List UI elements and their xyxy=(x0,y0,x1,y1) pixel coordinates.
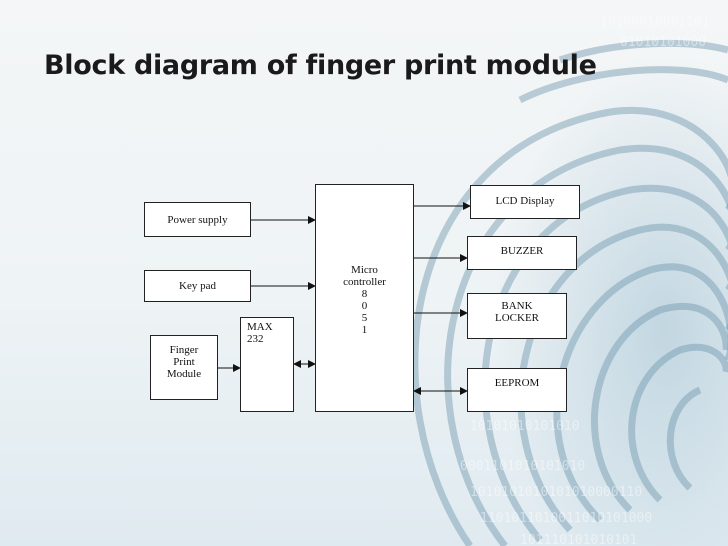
page-title: Block diagram of finger print module xyxy=(44,50,597,81)
svg-text:1101011010011010101000: 1101011010011010101000 xyxy=(480,511,652,526)
power-supply-block: Power supply xyxy=(144,202,251,237)
svg-text:10100010001101: 10100010001101 xyxy=(600,15,710,30)
buzzer-block: BUZZER xyxy=(467,236,577,270)
buzzer-label: BUZZER xyxy=(500,245,544,257)
finger-label-line3: Module xyxy=(166,368,202,380)
micro-label-line2: controller xyxy=(343,276,386,288)
max232-label-line1: MAX xyxy=(247,321,273,333)
bank-locker-block: BANK LOCKER xyxy=(467,293,567,339)
power-supply-label: Power supply xyxy=(167,213,228,226)
svg-text:0001101010101010: 0001101010101010 xyxy=(460,459,585,474)
lcd-display-block: LCD Display xyxy=(470,185,580,219)
max232-label-line2: 232 xyxy=(247,333,264,345)
eeprom-block: EEPROM xyxy=(467,368,567,412)
finger-print-module-block: Finger Print Module xyxy=(150,335,218,400)
keypad-block: Key pad xyxy=(144,270,251,302)
micro-label-line5: 5 xyxy=(361,312,368,324)
svg-text:10101010101010: 10101010101010 xyxy=(470,419,580,434)
lcd-display-label: LCD Display xyxy=(495,195,555,207)
microcontroller-block: Micro controller 8 0 5 1 xyxy=(315,184,414,412)
micro-label-line4: 0 xyxy=(361,300,368,312)
micro-label-line6: 1 xyxy=(361,324,368,336)
keypad-label: Key pad xyxy=(179,280,216,292)
svg-text:01010101000: 01010101000 xyxy=(620,35,706,50)
svg-text:1010101010101010000110: 1010101010101010000110 xyxy=(470,485,642,500)
bank-locker-line2: LOCKER xyxy=(495,312,539,324)
finger-label-line1: Finger xyxy=(169,344,199,356)
eeprom-label: EEPROM xyxy=(494,377,540,389)
micro-label-line1: Micro xyxy=(351,264,378,276)
svg-text:101110101010101: 101110101010101 xyxy=(520,533,637,546)
finger-label-line2: Print xyxy=(173,356,195,368)
micro-label-line3: 8 xyxy=(361,288,368,300)
bank-locker-line1: BANK xyxy=(501,300,533,312)
max232-block: MAX 232 xyxy=(240,317,294,412)
